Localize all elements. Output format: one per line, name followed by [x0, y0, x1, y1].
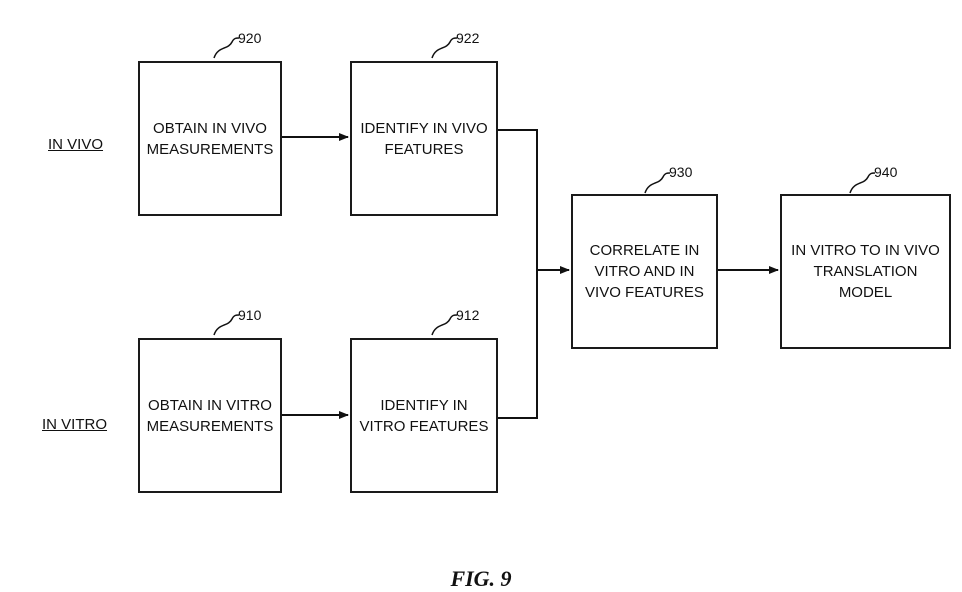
figure-caption: FIG. 9: [0, 566, 962, 592]
ref-930: 930: [669, 164, 692, 180]
ref-920: 920: [238, 30, 261, 46]
leader-912: [432, 315, 457, 335]
leader-940: [850, 173, 875, 193]
ref-912: 912: [456, 307, 479, 323]
ref-910: 910: [238, 307, 261, 323]
box-identify-in-vivo: IDENTIFY IN VIVO FEATURES: [350, 61, 498, 216]
box-obtain-in-vitro: OBTAIN IN VITRO MEASUREMENTS: [138, 338, 282, 493]
connector-vivo-merge: [497, 130, 537, 270]
in-vivo-label: IN VIVO: [48, 136, 103, 153]
box-correlate: CORRELATE IN VITRO AND IN VIVO FEATURES: [571, 194, 718, 349]
leader-920: [214, 38, 239, 58]
connector-vitro-merge: [497, 270, 537, 418]
ref-940: 940: [874, 164, 897, 180]
box-obtain-in-vivo: OBTAIN IN VIVO MEASUREMENTS: [138, 61, 282, 216]
leader-910: [214, 315, 239, 335]
in-vitro-label: IN VITRO: [42, 416, 107, 433]
box-translation-model: IN VITRO TO IN VIVO TRANSLATION MODEL: [780, 194, 951, 349]
leader-922: [432, 38, 457, 58]
box-identify-in-vitro: IDENTIFY IN VITRO FEATURES: [350, 338, 498, 493]
leader-930: [645, 173, 670, 193]
ref-922: 922: [456, 30, 479, 46]
